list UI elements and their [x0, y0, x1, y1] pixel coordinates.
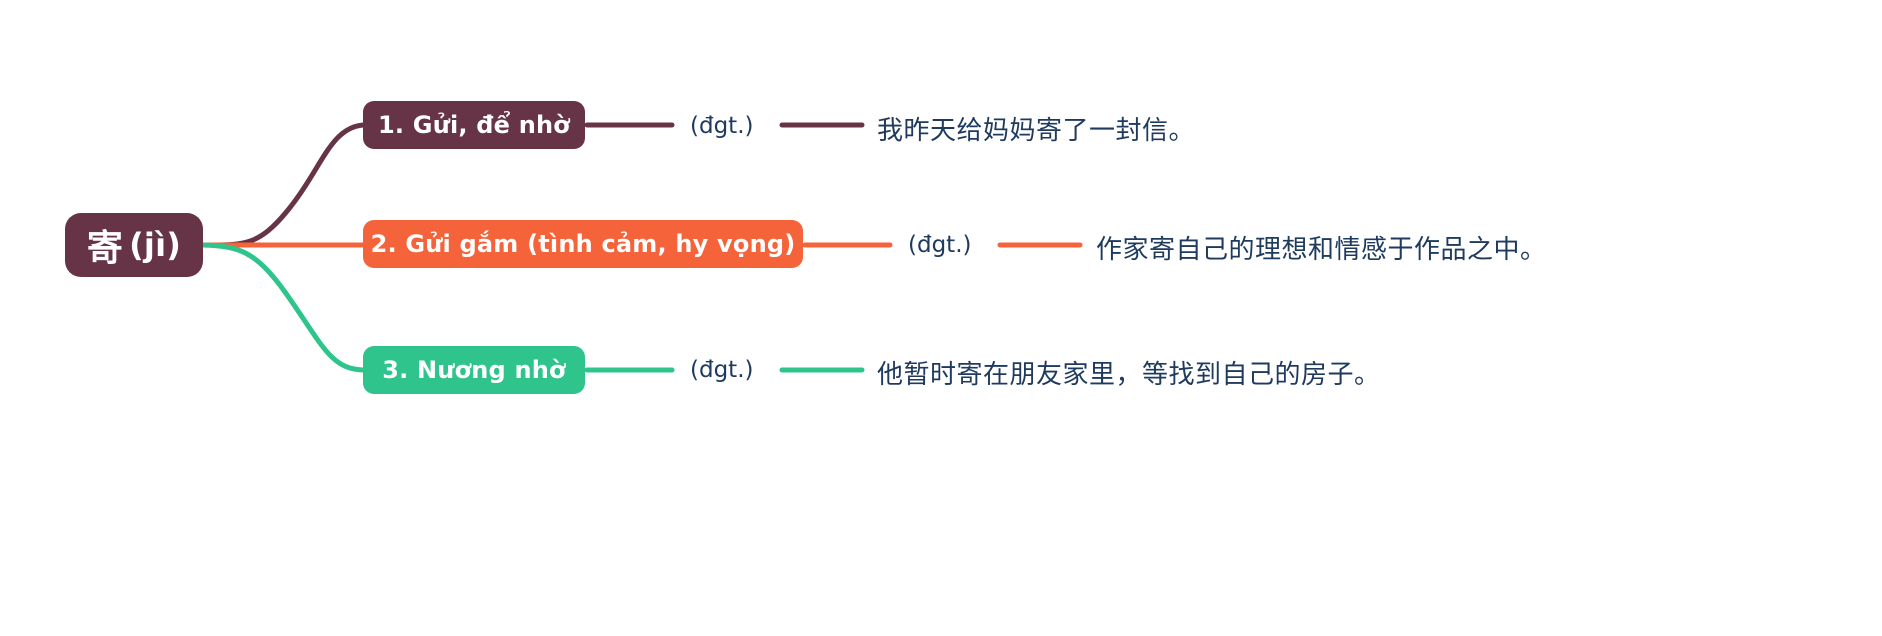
pos-tag-1: (đgt.) [690, 113, 754, 139]
pos-tag-2: (đgt.) [908, 232, 972, 258]
connector-root-to-branch-3 [200, 242, 366, 373]
example-sentence-1: 我昨天给妈妈寄了一封信。 [877, 116, 1196, 146]
example-sentence-2: 作家寄自己的理想和情感于作品之中。 [1096, 235, 1547, 265]
example-sentence-3: 他暂时寄在朋友家里，等找到自己的房子。 [877, 360, 1381, 390]
pos-tag-3: (đgt.) [690, 357, 754, 383]
branch-node-2[interactable]: 2. Gửi gắm (tình cảm, hy vọng) [363, 220, 803, 268]
branch-node-3[interactable]: 3. Nương nhờ [363, 346, 585, 394]
branch-node-1-label: 1. Gửi, để nhờ [378, 111, 570, 139]
branch-node-1[interactable]: 1. Gửi, để nhờ [363, 101, 585, 149]
root-node-pinyin: (jì) [129, 226, 182, 264]
connector-root-to-branch-1 [200, 122, 366, 248]
root-node[interactable]: 寄 (jì) [65, 213, 203, 277]
branch-node-2-label: 2. Gửi gắm (tình cảm, hy vọng) [370, 230, 796, 258]
root-node-hanzi: 寄 [86, 228, 124, 269]
branch-node-3-label: 3. Nương nhờ [382, 356, 566, 384]
